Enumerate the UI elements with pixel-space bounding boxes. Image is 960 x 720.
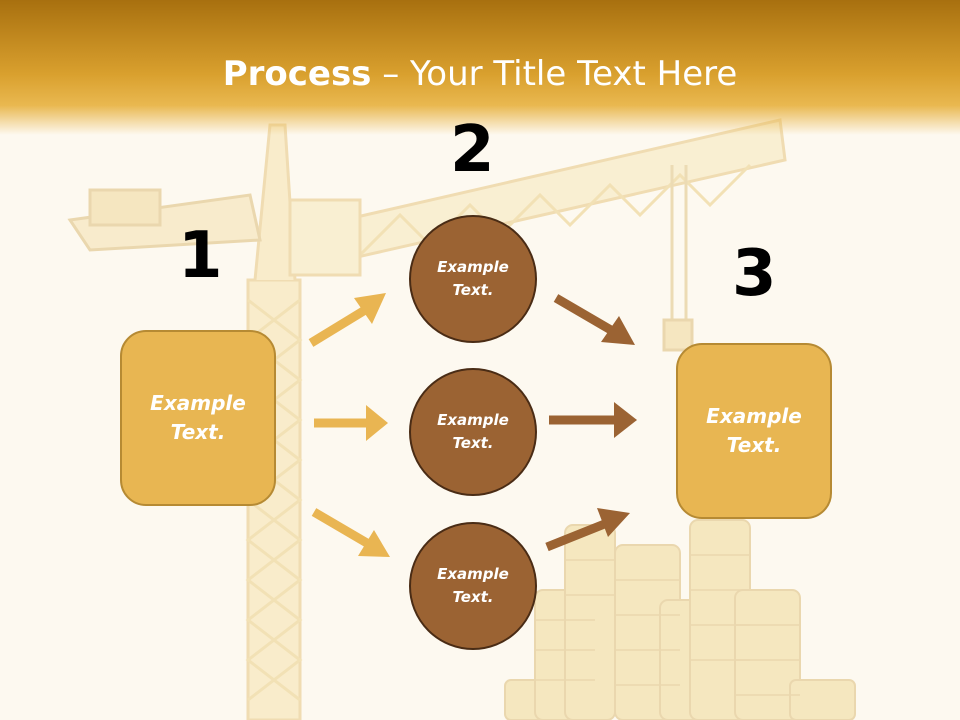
step-2-circle-bottom[interactable]: Example Text. — [409, 522, 537, 650]
step-1-box[interactable]: Example Text. — [120, 330, 276, 506]
step-number-1: 1 — [178, 219, 223, 293]
step-3-box[interactable]: Example Text. — [676, 343, 832, 519]
step-2-circle-middle[interactable]: Example Text. — [409, 368, 537, 496]
step-3-text: Example Text. — [706, 404, 802, 457]
arrow-from-bottom-circle — [545, 508, 630, 552]
step-1-text: Example Text. — [150, 391, 246, 444]
arrow-from-top-circle — [553, 294, 635, 345]
circle-bottom-text: Example Text. — [437, 565, 509, 606]
title-banner — [0, 0, 960, 135]
slide-title[interactable]: Process – Your Title Text Here — [0, 52, 960, 96]
title-bold: Process — [222, 54, 372, 94]
title-rest: – Your Title Text Here — [371, 54, 738, 94]
step-2-circle-top[interactable]: Example Text. — [409, 215, 537, 343]
arrow-to-bottom-circle — [311, 508, 390, 557]
arrow-to-middle-circle — [314, 405, 388, 441]
circle-middle-text: Example Text. — [437, 411, 509, 452]
arrow-to-top-circle — [308, 293, 386, 347]
arrow-from-middle-circle — [549, 402, 637, 438]
step-number-2: 2 — [450, 113, 495, 187]
step-number-3: 3 — [732, 237, 777, 311]
circle-top-text: Example Text. — [437, 258, 509, 299]
